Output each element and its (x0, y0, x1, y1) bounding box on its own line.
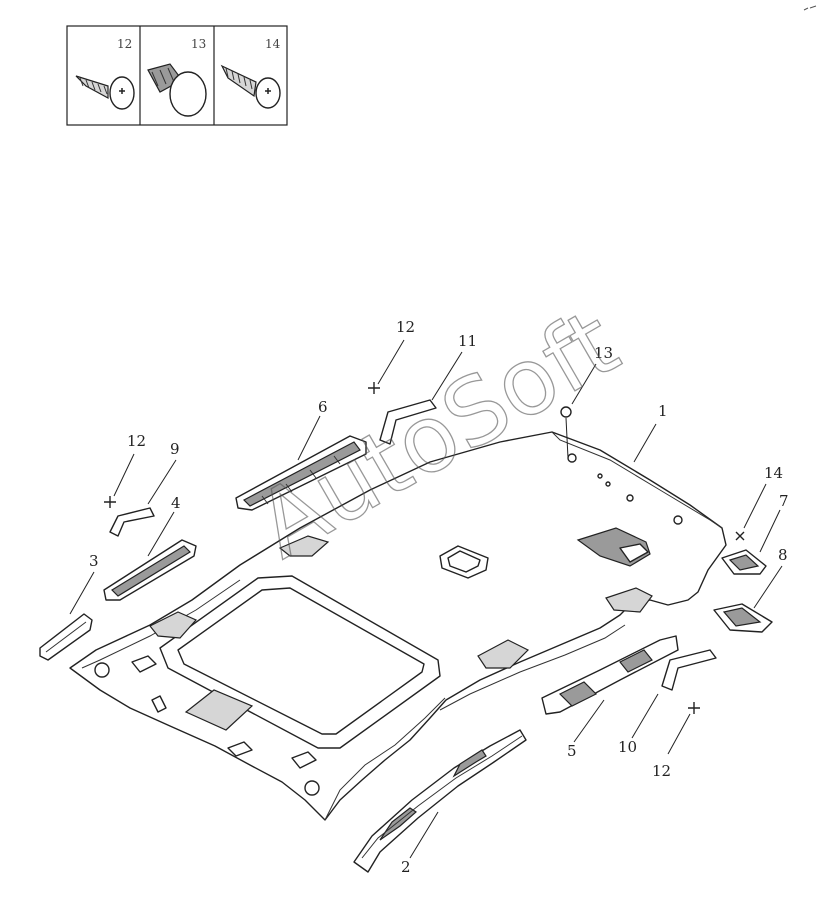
callout-3: 3 (89, 552, 99, 570)
part-4-rail (103, 539, 197, 601)
callout-5: 5 (567, 742, 577, 760)
callout-12-top: 12 (396, 318, 415, 336)
callout-13: 13 (594, 344, 613, 362)
callout-9: 9 (170, 440, 180, 458)
callout-11: 11 (458, 332, 477, 350)
headliner-panel (69, 431, 727, 821)
part-13-clip (560, 406, 572, 418)
callout-1: 1 (658, 402, 668, 420)
part-7-lamp (721, 549, 767, 575)
push-clip-icon (147, 63, 207, 117)
screw-round-head-icon (75, 75, 135, 110)
callout-8: 8 (778, 546, 788, 564)
callout-6: 6 (318, 398, 328, 416)
callout-numbers: 1 2 3 4 5 6 7 8 9 10 11 12 12 12 13 14 (89, 318, 789, 876)
part-11-grab-handle (379, 399, 437, 445)
leader-lines (69, 339, 783, 859)
part-2-pillar-trim (353, 729, 527, 873)
legend-number-13: 13 (191, 37, 206, 51)
screw-markers (104, 382, 745, 714)
callout-12-left: 12 (127, 432, 146, 450)
callout-12-right: 12 (652, 762, 671, 780)
corner-mark (803, 5, 817, 11)
part-6-rail (235, 435, 367, 511)
legend-number-14: 14 (265, 37, 281, 51)
fastener-legend: 12 13 14 (66, 25, 288, 126)
callout-2: 2 (401, 858, 411, 876)
part-10-grab-handle (661, 649, 717, 691)
callout-10: 10 (618, 738, 637, 756)
legend-number-12: 12 (117, 37, 132, 51)
screw-flat-head-icon (220, 64, 281, 109)
part-9-grab-handle (109, 507, 155, 537)
callout-4: 4 (171, 494, 181, 512)
callout-7: 7 (779, 492, 789, 510)
part-5-trim (541, 635, 679, 715)
part-3-trim (39, 613, 93, 661)
callout-14: 14 (764, 464, 783, 482)
part-8-lamp-cover (713, 603, 773, 633)
